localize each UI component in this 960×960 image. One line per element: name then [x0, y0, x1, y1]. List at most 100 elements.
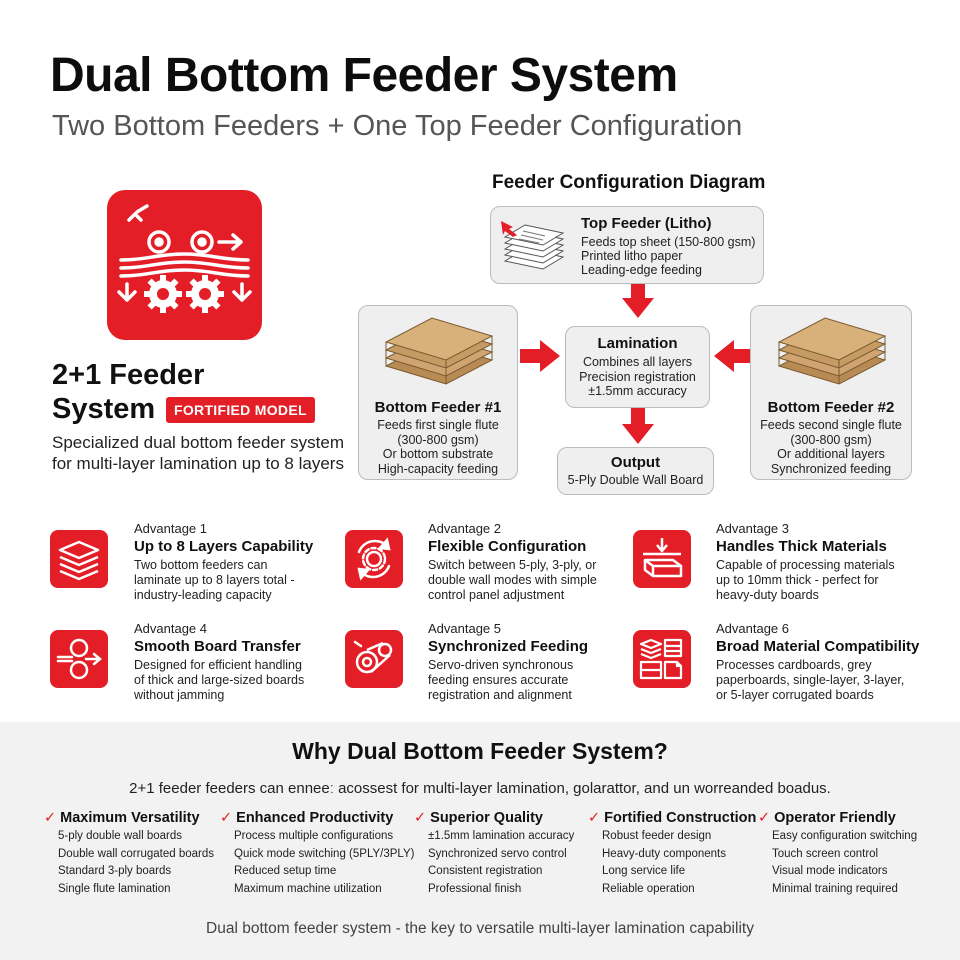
check-icon: ✓: [588, 810, 601, 826]
list-item: Single flute lamination: [58, 882, 171, 895]
corrugated-board-icon: [384, 317, 494, 385]
bottom-feeder-1-box: Bottom Feeder #1 Feeds first single flut…: [358, 305, 518, 480]
bottom-feeder-1-title: Bottom Feeder #1: [374, 399, 502, 416]
advantage-1-number: Advantage 1: [134, 521, 208, 536]
advantage-5-title: Synchronized Feeding: [428, 638, 589, 655]
lamination-line: ±1.5mm accuracy: [588, 384, 687, 398]
why-column-operator: ✓Operator Friendly Easy configuration sw…: [758, 810, 917, 898]
advantage-line: Capable of processing materials: [716, 558, 895, 572]
materials-icon: [633, 630, 691, 688]
why-column-quality: ✓Superior Quality ±1.5mm lamination accu…: [414, 810, 574, 898]
advantage-3-number: Advantage 3: [716, 521, 790, 536]
bottom-feeder-2-line: Synchronized feeding: [770, 461, 892, 476]
rollers-icon: [50, 630, 108, 688]
advantage-5-description: Servo-driven synchronous feeding ensures…: [428, 658, 573, 703]
paper-stack-icon: [501, 221, 565, 270]
page-subtitle: Two Bottom Feeders + One Top Feeder Conf…: [52, 110, 743, 142]
why-column-title-text: Enhanced Productivity: [236, 810, 394, 826]
bottom-feeder-2-box: Bottom Feeder #2 Feeds second single flu…: [750, 305, 912, 480]
list-item: Touch screen control: [772, 847, 879, 860]
diagram-arrows: [520, 284, 752, 444]
bottom-feeder-2-line: Feeds second single flute: [760, 418, 902, 432]
advantage-line: Two bottom feeders can: [134, 558, 268, 572]
list-item: Long service life: [602, 865, 686, 877]
arrow-output-head: [622, 424, 654, 444]
list-item: Process multiple configurations: [234, 830, 394, 842]
list-item: Maximum machine utilization: [234, 882, 382, 895]
advantage-line: Designed for efficient handling: [134, 658, 302, 672]
top-feeder-line: Leading-edge feeding: [581, 263, 702, 277]
advantage-4-title: Smooth Board Transfer: [134, 638, 301, 655]
bottom-feeder-1-line: Feeds first single flute: [377, 418, 499, 432]
advantage-6-title: Broad Material Compatibility: [716, 638, 920, 655]
advantage-line: Switch between 5-ply, 3-ply, or: [428, 558, 597, 572]
bottom-feeder-1-line: (300-800 gsm): [397, 432, 479, 447]
advantage-line: Processes cardboards, grey: [716, 658, 872, 672]
layers-icon: [50, 530, 108, 588]
list-item: Minimal training required: [772, 882, 898, 895]
why-column-title: ✓Fortified Construction: [588, 810, 756, 826]
advantage-4-description: Designed for efficient handling of thick…: [134, 658, 304, 703]
feeder-system-description: Specialized dual bottom feeder system fo…: [52, 433, 344, 473]
advantage-line: Servo-driven synchronous: [428, 658, 574, 672]
check-icon: ✓: [220, 810, 233, 826]
advantage-line: of thick and large-sized boards: [134, 673, 305, 687]
why-column-title-text: Fortified Construction: [604, 810, 757, 826]
list-item: Reliable operation: [602, 882, 695, 895]
list-item: Robust feeder design: [602, 830, 712, 842]
feeder-heading-line2: System: [52, 393, 156, 425]
why-column-title: ✓Maximum Versatility: [44, 810, 214, 826]
check-icon: ✓: [44, 810, 57, 826]
servo-gear-icon: [345, 630, 403, 688]
footer-tagline: Dual bottom feeder system - the key to v…: [206, 920, 754, 937]
bottom-feeder-1-line: Or bottom substrate: [382, 447, 494, 461]
advantage-line: or 5-layer corrugated boards: [716, 688, 874, 702]
list-item: Consistent registration: [428, 865, 543, 877]
advantage-2-number: Advantage 2: [428, 521, 502, 536]
list-item: 5-ply double wall boards: [58, 830, 183, 842]
advantage-line: feeding ensures accurate: [428, 673, 569, 687]
lamination-line: Combines all layers: [582, 355, 693, 369]
arrow-output-shaft: [631, 408, 645, 426]
thick-board-icon: [633, 530, 691, 588]
list-item: Reduced setup time: [234, 865, 337, 877]
why-column-title-text: Operator Friendly: [774, 810, 896, 826]
advantage-2-title: Flexible Configuration: [428, 538, 587, 555]
output-line: 5-Ply Double Wall Board: [567, 473, 704, 487]
top-feeder-title: Top Feeder (Litho): [581, 215, 712, 232]
arrow-top-down-head: [622, 298, 654, 318]
output-box: Output 5-Ply Double Wall Board: [557, 447, 714, 495]
advantage-2-description: Switch between 5-ply, 3-ply, or double w…: [428, 558, 597, 603]
why-column-title-text: Superior Quality: [430, 810, 543, 826]
arrow-left-head: [540, 340, 560, 372]
why-column-title: ✓Operator Friendly: [758, 810, 917, 826]
advantage-3-title: Handles Thick Materials: [716, 538, 887, 555]
advantage-line: double wall modes with simple: [428, 573, 597, 587]
list-item: Quick mode switching (5PLY/3PLY): [234, 847, 415, 860]
list-item: ±1.5mm lamination accuracy: [428, 830, 575, 842]
output-title: Output: [610, 454, 661, 471]
top-feeder-box: Top Feeder (Litho) Feeds top sheet (150-…: [490, 206, 764, 284]
list-item: Visual mode indicators: [772, 865, 888, 877]
advantage-line: up to 10mm thick - perfect for: [716, 573, 879, 587]
feeder-system-icon: [107, 190, 262, 340]
why-section-background: [0, 722, 960, 960]
lamination-title: Lamination: [597, 335, 678, 352]
diagram-title: Feeder Configuration Diagram: [492, 172, 766, 193]
feeder-system-heading: 2+1 Feeder System: [52, 358, 204, 426]
advantage-6-number: Advantage 6: [716, 621, 790, 636]
advantage-4-number: Advantage 4: [134, 621, 208, 636]
why-section-title: Why Dual Bottom Feeder System?: [292, 738, 668, 764]
lamination-line: Precision registration: [579, 369, 696, 384]
advantage-1-title: Up to 8 Layers Capability: [134, 538, 314, 555]
gear-cycle-icon: [345, 530, 403, 588]
list-item: Double wall corrugated boards: [58, 847, 214, 860]
advantage-5-number: Advantage 5: [428, 621, 502, 636]
why-column-title: ✓Enhanced Productivity: [220, 810, 414, 826]
feeder-heading-line1: 2+1 Feeder: [52, 359, 205, 391]
list-item: Synchronized servo control: [428, 847, 567, 860]
list-item: Heavy-duty components: [602, 847, 727, 860]
why-column-construction: ✓Fortified Construction Robust feeder de…: [588, 810, 756, 898]
lamination-box: Lamination Combines all layers Precision…: [565, 326, 710, 408]
arrow-right-head: [714, 340, 734, 372]
